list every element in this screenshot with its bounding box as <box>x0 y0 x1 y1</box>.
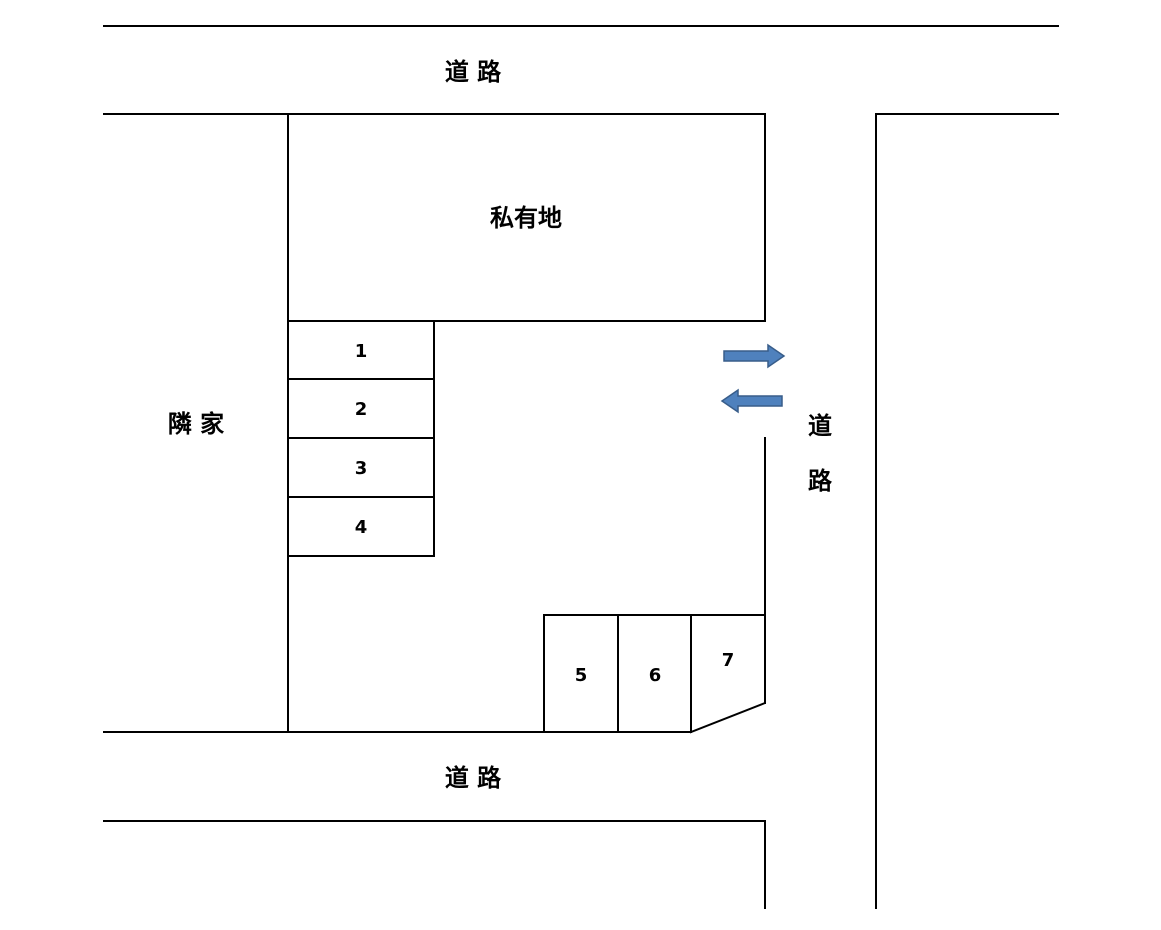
parking-space-1-number: 1 <box>355 341 368 362</box>
exit-arrow <box>723 343 786 369</box>
parking-space-5-number: 5 <box>575 665 588 686</box>
parking-space-2-number: 2 <box>355 399 368 420</box>
private-land-label: 私有地 <box>490 204 562 232</box>
parking-space-4 <box>287 496 435 557</box>
parking-space-7 <box>690 614 766 734</box>
parking-space-6-number: 6 <box>649 665 662 686</box>
road-bottom-label: 道 路 <box>445 764 502 792</box>
parking-space-3-number: 3 <box>355 458 368 479</box>
parking-space-4-number: 4 <box>355 517 368 538</box>
parking-space-7-number: 7 <box>722 650 735 671</box>
entry-arrow <box>720 388 783 414</box>
road-right-label-1: 道 <box>808 412 832 440</box>
neighbor-house-label: 隣 家 <box>168 410 224 438</box>
road-top-label: 道 路 <box>445 58 502 86</box>
road-right-label-2: 路 <box>808 467 833 495</box>
